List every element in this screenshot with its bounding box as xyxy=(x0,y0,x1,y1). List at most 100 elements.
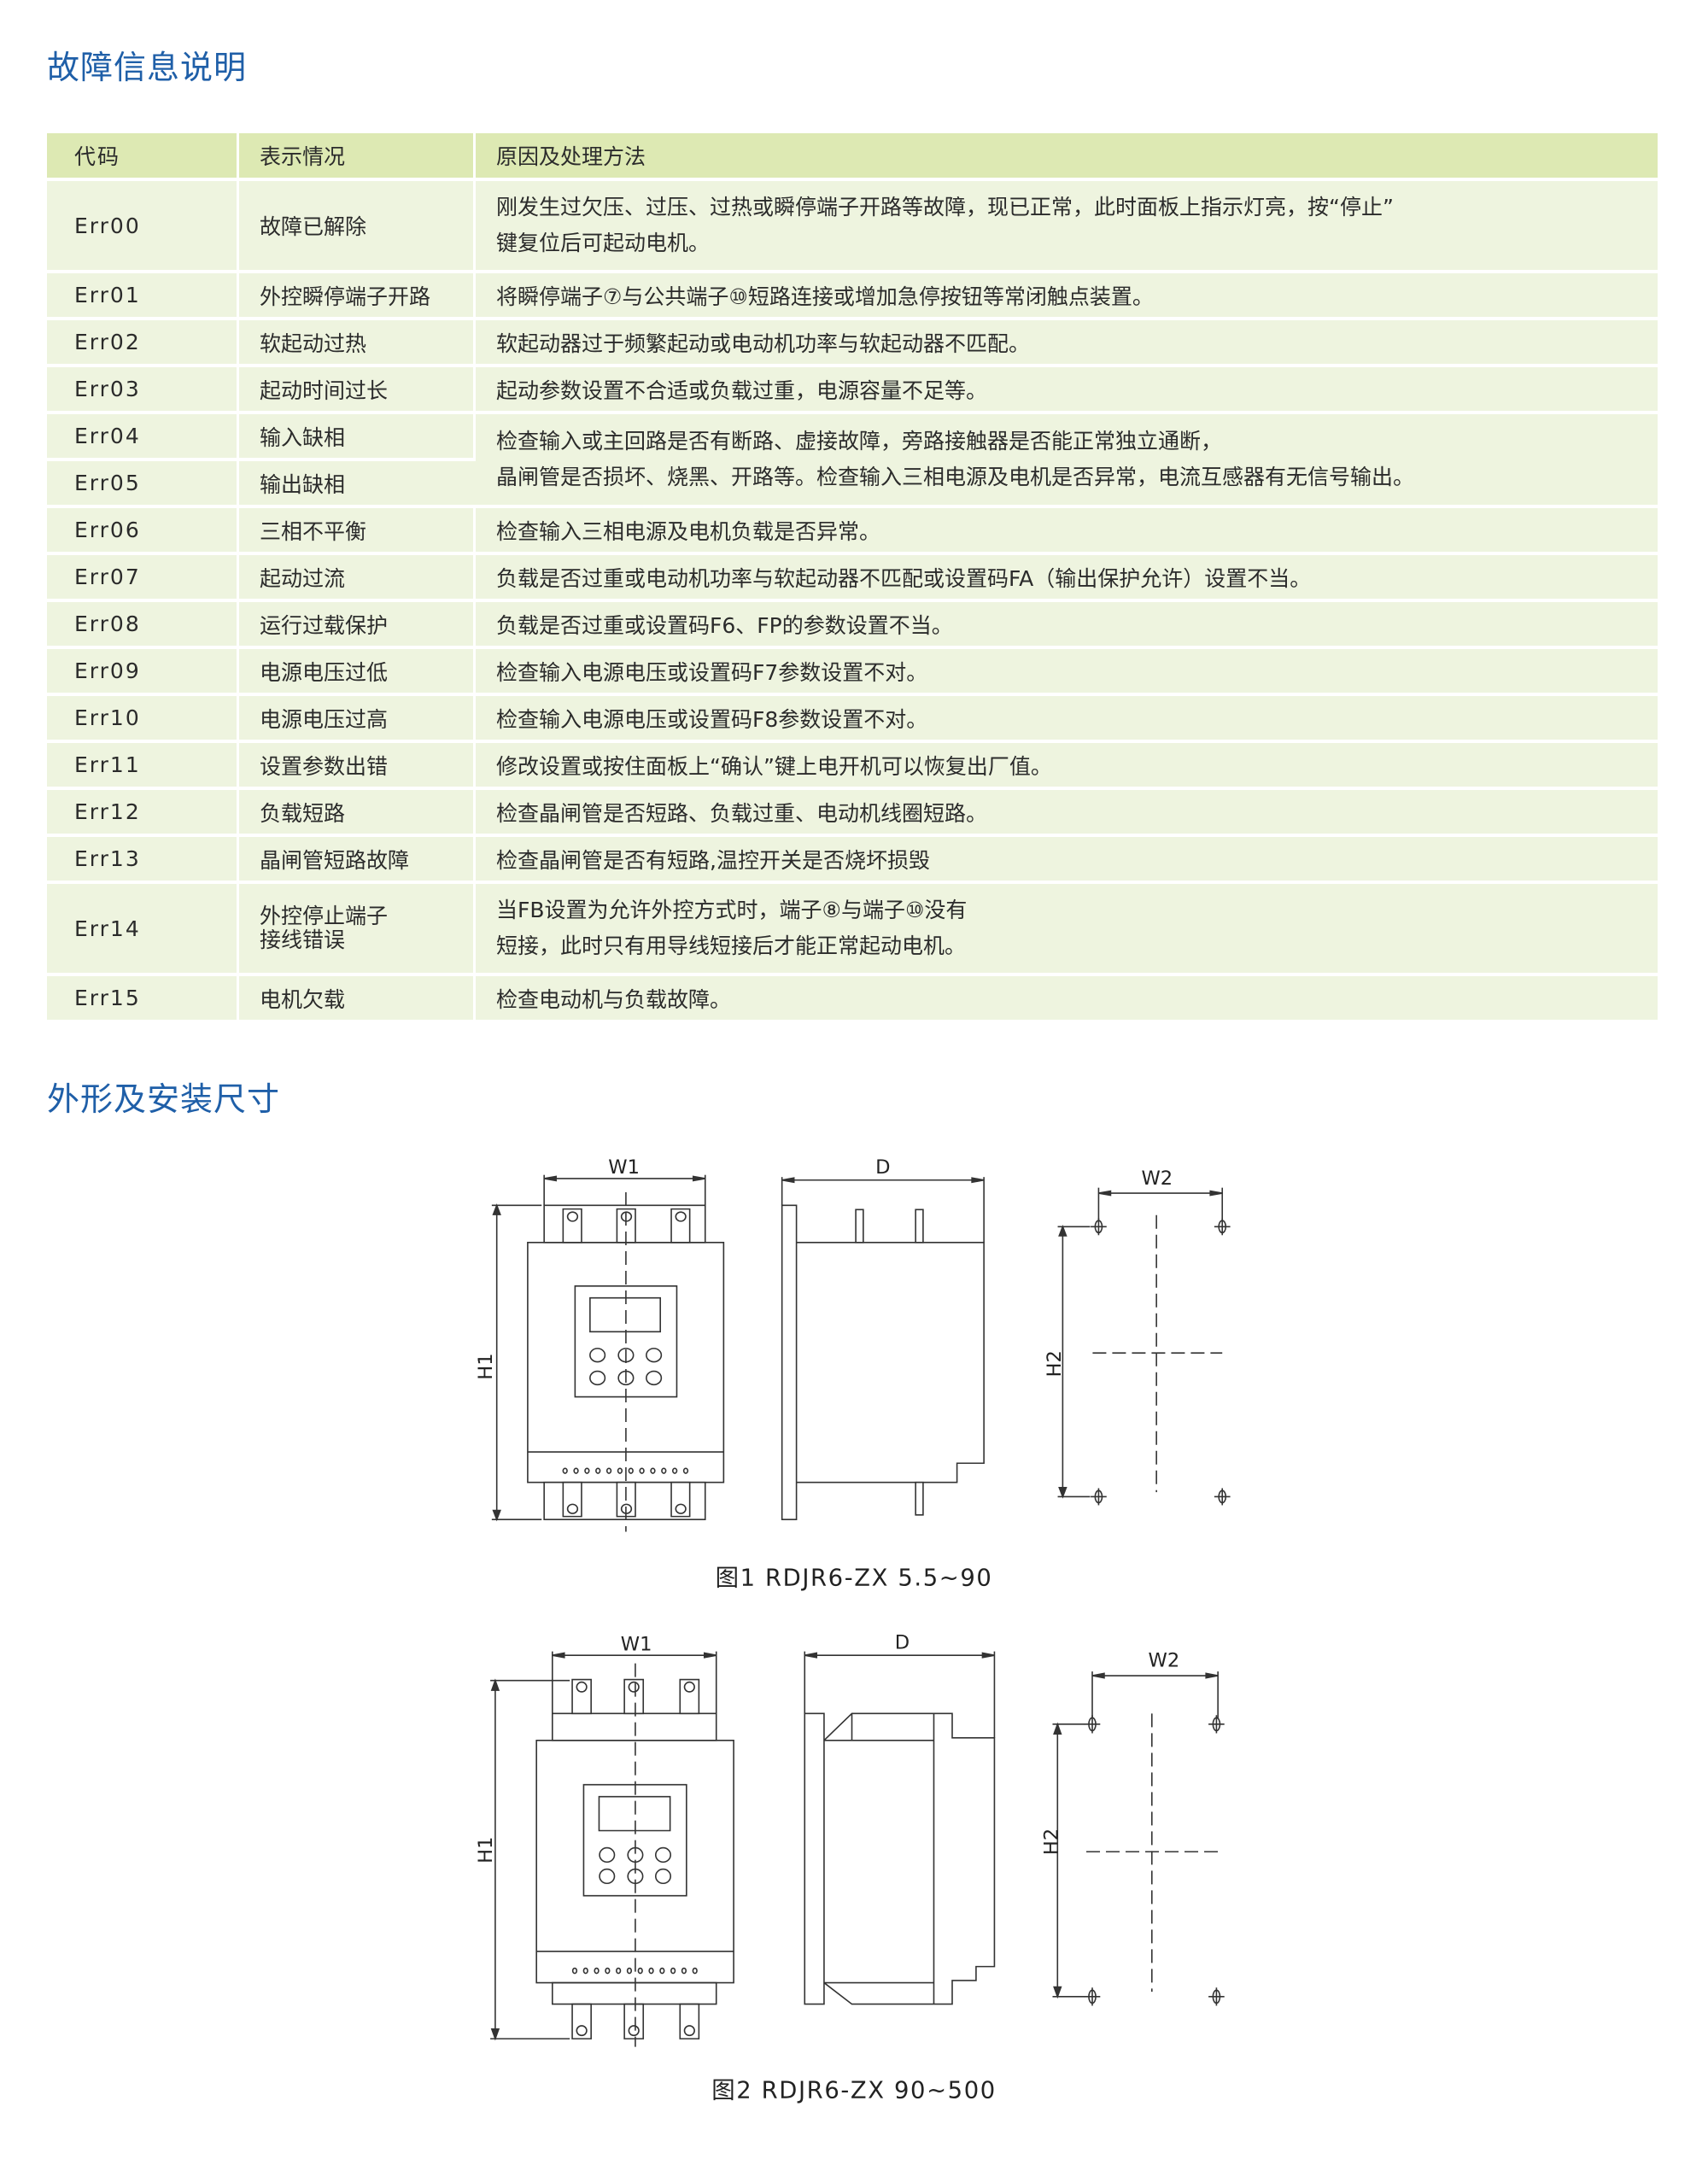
indicator-dot-icon xyxy=(662,1468,666,1473)
fault-cause: 检查电动机与负载故障。 xyxy=(474,974,1658,1023)
fault-cause: 负载是否过重或设置码F6、FP的参数设置不当。 xyxy=(474,600,1658,649)
fig2-h2-label: H2 xyxy=(1041,1829,1063,1855)
indicator-dot-icon xyxy=(605,1969,610,1974)
header-status: 表示情况 xyxy=(237,133,476,181)
terminal xyxy=(563,1483,582,1517)
terminal-hole-icon xyxy=(576,1682,587,1692)
fig2-h1-label: H1 xyxy=(475,1836,497,1863)
indicator-dot-icon xyxy=(629,1468,633,1473)
fig2-d-label: D xyxy=(895,1632,910,1654)
fault-info-title: 故障信息说明 xyxy=(47,49,248,86)
arrow-icon xyxy=(1092,1673,1104,1677)
figure-1-caption: 图1 RDJR6-ZX 5.5~90 xyxy=(716,1565,993,1591)
arrow-icon xyxy=(982,1653,994,1658)
side-body-right xyxy=(933,1713,994,2004)
fault-status: 负载短路 xyxy=(237,788,476,837)
fault-code: Err05 xyxy=(47,459,239,508)
fault-cause: 软起动器过于频繁起动或电动机功率与软起动器不匹配。 xyxy=(474,319,1658,367)
arrow-icon xyxy=(494,1205,500,1214)
stud xyxy=(915,1483,923,1515)
fault-cause: 起动参数设置不合适或负载过重，电源容量不足等。 xyxy=(474,366,1658,414)
terminal-hole-icon xyxy=(676,1212,686,1221)
indicator-dot-icon xyxy=(649,1969,653,1974)
arrow-icon xyxy=(693,1176,705,1180)
stud xyxy=(856,1209,863,1242)
fault-code: Err12 xyxy=(47,788,239,837)
panel-button-icon xyxy=(600,1870,614,1884)
cause-line: 当FB设置为允许外控方式时，端子⑧与端子⑩没有 xyxy=(496,898,968,922)
arrow-icon xyxy=(544,1176,556,1180)
terminal-hole-icon xyxy=(568,1504,578,1513)
fig2-w2-label: W2 xyxy=(1149,1650,1180,1672)
fault-code: Err01 xyxy=(47,272,239,320)
side-body-bottom xyxy=(824,1983,934,2004)
arrow-icon xyxy=(804,1653,816,1658)
panel-button-icon xyxy=(646,1349,662,1362)
fig1-d-label: D xyxy=(875,1156,890,1179)
terminal-hole-icon xyxy=(568,1212,578,1221)
terminal xyxy=(563,1209,582,1243)
indicator-dot-icon xyxy=(594,1969,599,1974)
fault-code-table: 代码 表示情况 原因及处理方法 Err00 故障已解除 刚发生过欠压、过压、过热… xyxy=(47,133,1658,1023)
cause-line: 短接，此时只有用导线短接后才能正常起动电机。 xyxy=(496,933,967,958)
fault-cause: 检查晶闸管是否短路、负载过重、电动机线圈短路。 xyxy=(474,788,1658,837)
arrow-icon xyxy=(1210,1191,1222,1196)
cause-line: 键复位后可起动电机。 xyxy=(496,231,711,255)
terminal-hole-icon xyxy=(685,1682,695,1692)
figure-2-drawing xyxy=(490,1652,1225,2047)
terminal xyxy=(572,1680,591,1714)
indicator-dot-icon xyxy=(563,1468,567,1473)
fault-status: 电源电压过低 xyxy=(237,647,476,696)
arrow-icon xyxy=(1059,1488,1066,1497)
fault-cause: 将瞬停端子⑦与公共端子⑩短路连接或增加急停按钮等常闭触点装置。 xyxy=(474,272,1658,320)
dimension-title: 外形及安装尺寸 xyxy=(47,1080,281,1118)
arrow-icon xyxy=(782,1178,794,1182)
fault-code: Err11 xyxy=(47,741,239,790)
arrow-icon xyxy=(1059,1226,1066,1236)
arrow-icon xyxy=(1206,1673,1218,1677)
fault-cause: 当FB设置为允许外控方式时，端子⑧与端子⑩没有短接，此时只有用导线短接后才能正常… xyxy=(474,882,1658,976)
arrow-icon xyxy=(553,1653,564,1658)
arrow-icon xyxy=(492,2029,499,2039)
bottom-block xyxy=(553,1983,717,2004)
indicator-dot-icon xyxy=(684,1468,688,1473)
header-code: 代码 xyxy=(47,133,239,181)
indicator-dot-icon xyxy=(673,1468,677,1473)
terminal-hole-icon xyxy=(685,2026,695,2035)
indicator-dot-icon xyxy=(628,1969,632,1974)
figure-1-drawing xyxy=(492,1175,1231,1532)
fault-code: Err08 xyxy=(47,600,239,649)
fault-cause: 检查输入电源电压或设置码F8参数设置不对。 xyxy=(474,694,1658,743)
fault-status: 故障已解除 xyxy=(237,179,476,273)
fault-code: Err14 xyxy=(47,882,239,976)
indicator-dot-icon xyxy=(596,1468,600,1473)
terminal xyxy=(680,2004,699,2039)
fault-status: 输出缺相 xyxy=(237,459,475,508)
fault-cause: 刚发生过欠压、过压、过热或瞬停端子开路等故障，现已正常，此时面板上指示灯亮，按“… xyxy=(474,179,1658,273)
terminal xyxy=(671,1483,690,1517)
panel-button-icon xyxy=(590,1372,605,1385)
fig1-h1-label: H1 xyxy=(475,1353,497,1379)
fault-code: Err00 xyxy=(47,179,239,273)
cause-line: 晶闸管是否损坏、烧黑、开路等。检查输入三相电源及电机是否异常，电流互感器有无信号… xyxy=(496,465,1415,489)
fig2-w1-label: W1 xyxy=(621,1633,652,1655)
display-screen xyxy=(599,1797,670,1831)
fig1-w1-label: W1 xyxy=(608,1156,640,1179)
fault-cause: 检查晶闸管是否有短路,温控开关是否烧坏损毁 xyxy=(474,835,1658,884)
indicator-dot-icon xyxy=(574,1468,578,1473)
indicator-dot-icon xyxy=(640,1468,644,1473)
arrow-icon xyxy=(1054,1724,1061,1734)
indicator-dot-icon xyxy=(618,1468,623,1473)
terminal xyxy=(671,1209,690,1243)
panel-button-icon xyxy=(656,1848,670,1863)
terminal-hole-icon xyxy=(629,2026,639,2035)
indicator-dot-icon xyxy=(651,1468,655,1473)
terminal xyxy=(680,1680,699,1714)
indicator-dot-icon xyxy=(682,1969,687,1974)
mounting-plate xyxy=(804,1713,824,2004)
terminal-hole-icon xyxy=(676,1504,686,1513)
side-body xyxy=(797,1243,985,1483)
